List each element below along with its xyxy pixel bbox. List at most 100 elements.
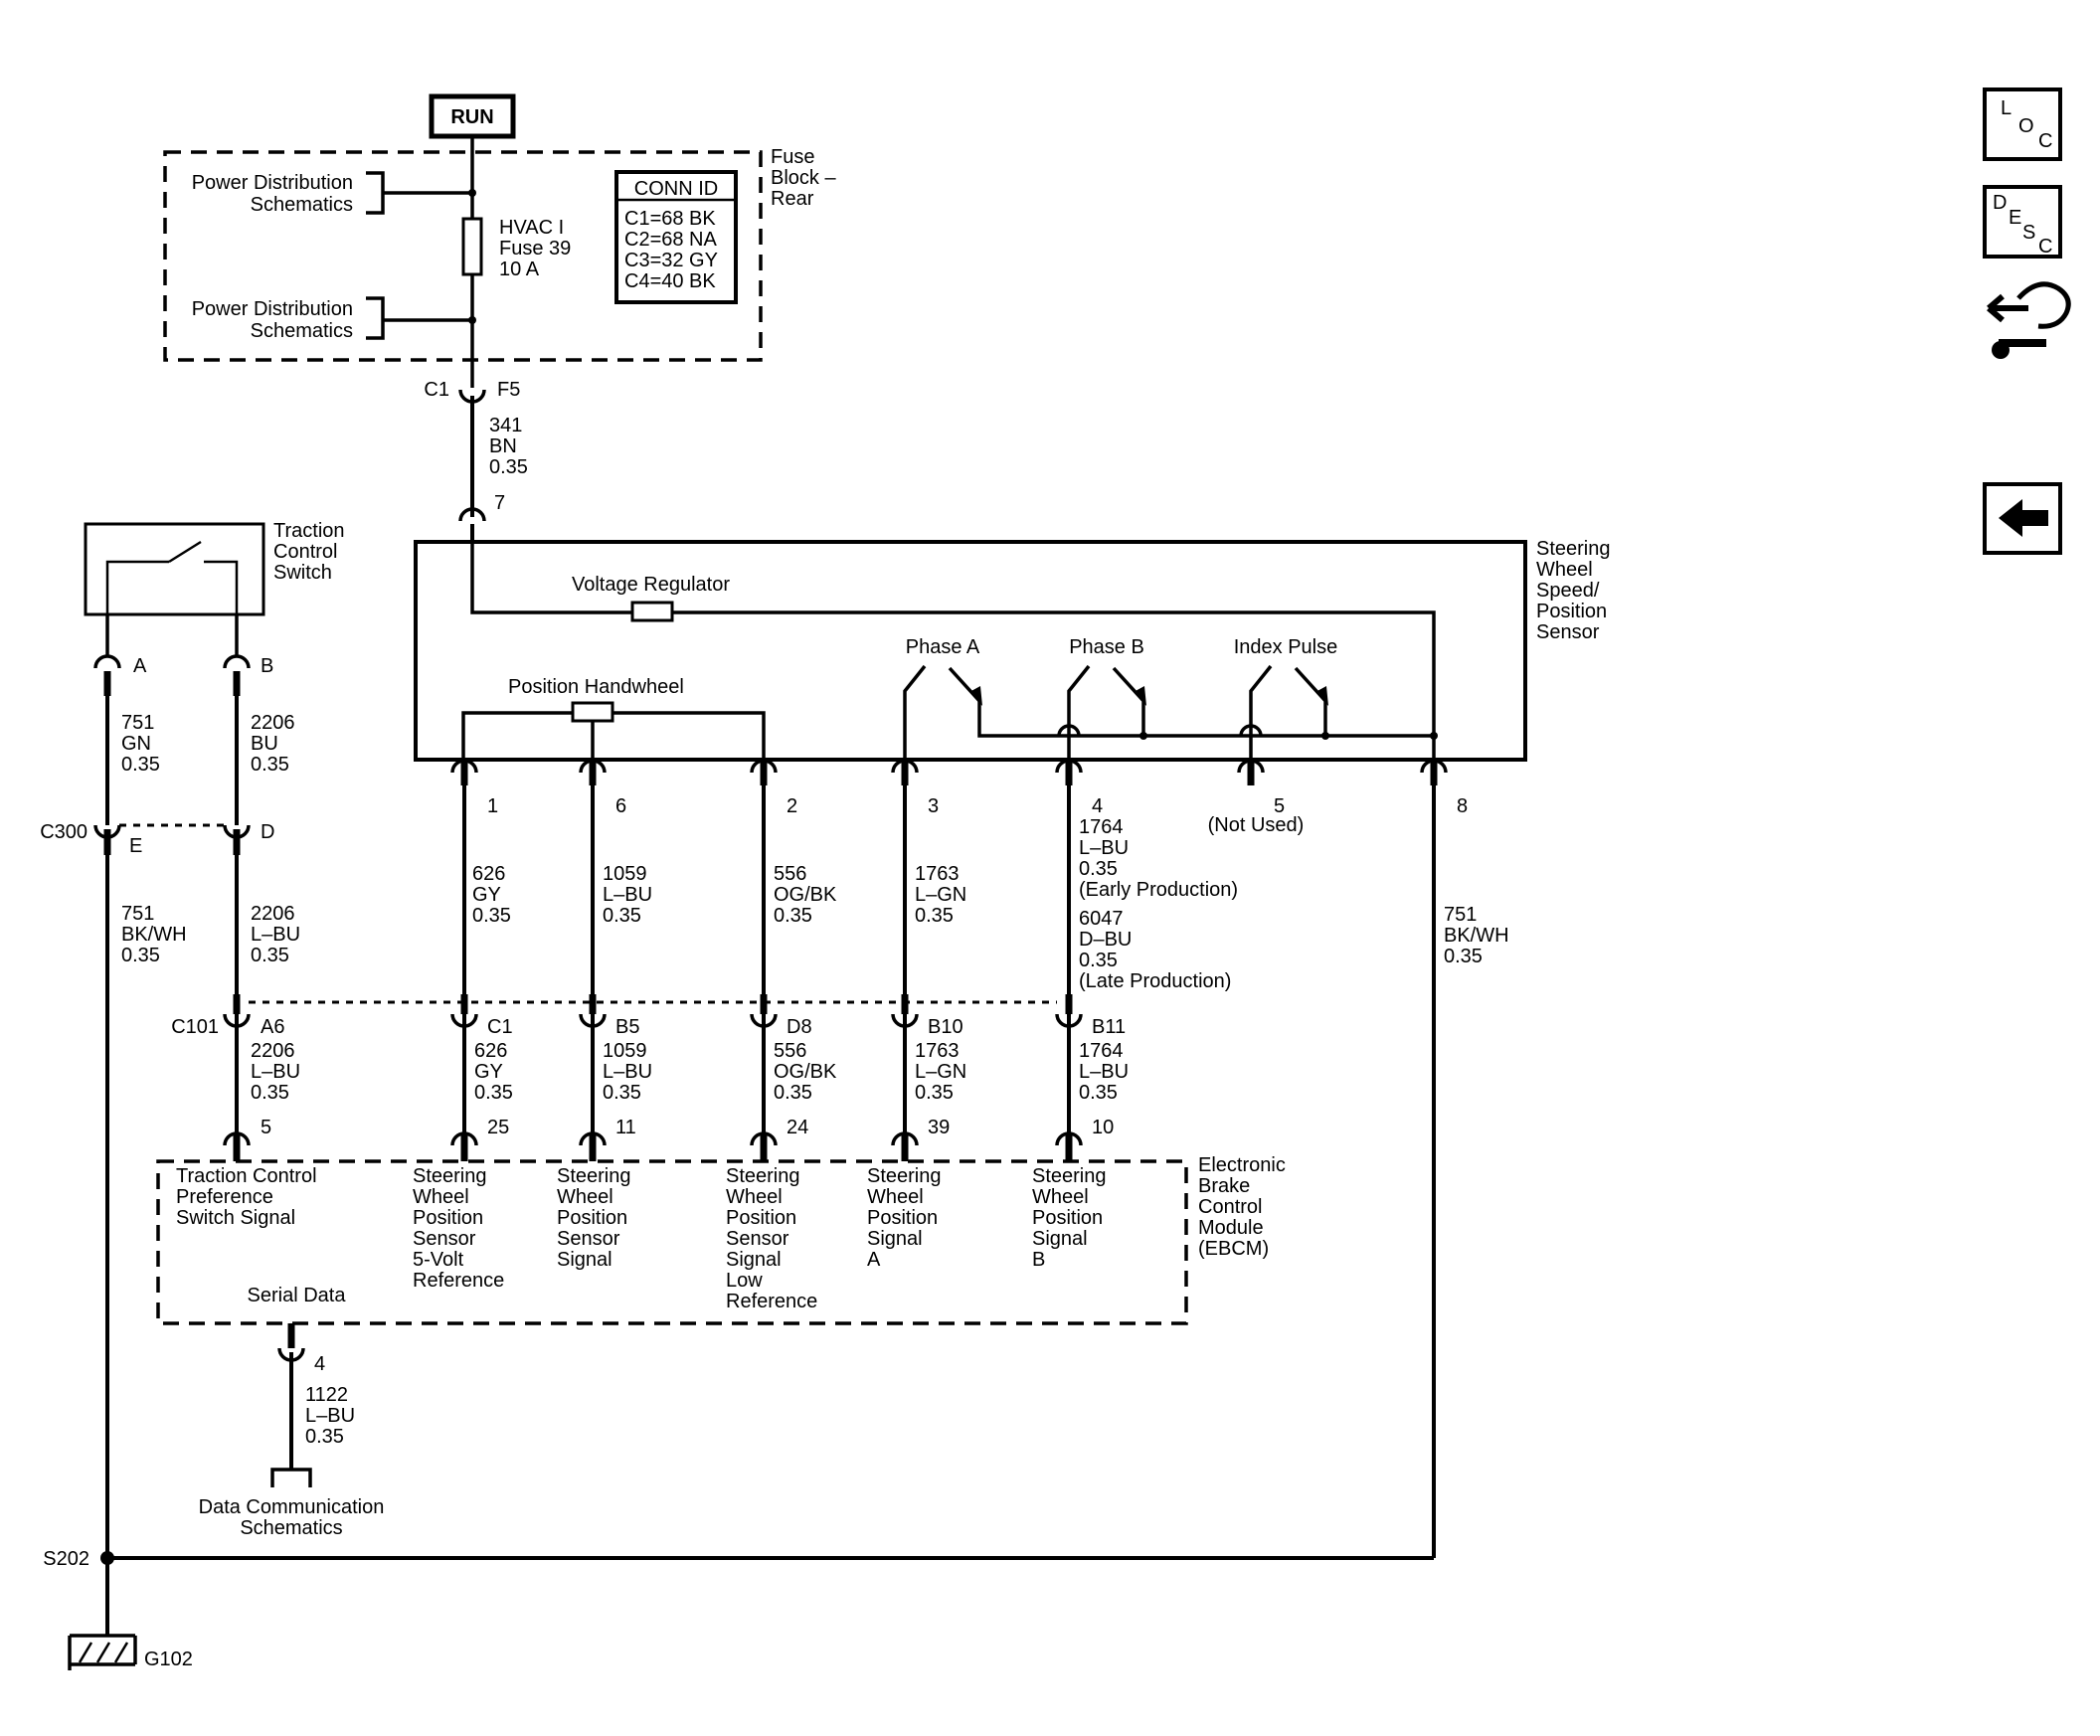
svg-text:G102: G102	[144, 1649, 193, 1670]
svg-text:Steering: Steering	[1536, 538, 1611, 560]
svg-text:Preference: Preference	[176, 1186, 273, 1208]
svg-text:(Early Production): (Early Production)	[1079, 879, 1238, 901]
svg-text:556: 556	[774, 1040, 806, 1062]
sensor-wires: 626 GY 0.35 1059 L–BU 0.35 556 OG/BK 0.3…	[462, 785, 1509, 1558]
svg-text:0.35: 0.35	[251, 945, 289, 966]
svg-text:39: 39	[928, 1117, 950, 1138]
svg-text:8: 8	[1457, 795, 1468, 817]
svg-text:Signal: Signal	[557, 1249, 612, 1271]
svg-text:C: C	[2038, 130, 2052, 152]
svg-text:Schematics: Schematics	[240, 1517, 342, 1539]
svg-text:0.35: 0.35	[472, 905, 511, 927]
svg-text:2206: 2206	[251, 903, 295, 925]
svg-text:Position: Position	[726, 1207, 796, 1229]
run-label: RUN	[450, 106, 493, 128]
serial-data-line: 4 1122 L–BU 0.35 Data Communication Sche…	[199, 1323, 385, 1539]
back-arrow-icon[interactable]	[1983, 482, 2062, 555]
svg-text:Traction: Traction	[273, 520, 345, 542]
wire-341: C1 F5 341 BN 0.35 7	[424, 379, 528, 542]
svg-text:BU: BU	[251, 733, 278, 755]
svg-text:C3=32 GY: C3=32 GY	[624, 250, 718, 271]
svg-text:Sensor: Sensor	[413, 1228, 476, 1250]
svg-text:Position: Position	[1536, 601, 1607, 622]
steering-wheel-sensor: Steering Wheel Speed/ Position Sensor Vo…	[414, 538, 1611, 762]
svg-text:GY: GY	[472, 884, 501, 906]
svg-text:Switch Signal: Switch Signal	[176, 1207, 295, 1229]
svg-text:1763: 1763	[915, 1040, 960, 1062]
svg-text:L–GN: L–GN	[915, 1061, 966, 1083]
svg-text:Wheel: Wheel	[557, 1186, 613, 1208]
svg-text:Switch: Switch	[273, 562, 332, 584]
svg-text:E: E	[129, 835, 142, 857]
svg-text:Steering: Steering	[557, 1165, 631, 1187]
svg-text:0.35: 0.35	[251, 1082, 289, 1104]
svg-text:0.35: 0.35	[774, 905, 812, 927]
svg-text:Reference: Reference	[413, 1270, 504, 1292]
svg-text:Signal: Signal	[1032, 1228, 1088, 1250]
ground-s202: S202 G102	[43, 1548, 1434, 1670]
svg-text:5: 5	[261, 1117, 271, 1138]
position-handwheel	[571, 701, 614, 723]
svg-text:0.35: 0.35	[121, 754, 160, 776]
svg-text:L–BU: L–BU	[1079, 1061, 1129, 1083]
svg-text:Steering: Steering	[1032, 1165, 1107, 1187]
svg-text:Schematics: Schematics	[251, 320, 353, 342]
fuse-block-outline	[163, 150, 763, 362]
svg-text:O: O	[2018, 115, 2034, 137]
svg-text:Control: Control	[1198, 1196, 1262, 1218]
traction-control-switch: Traction Control Switch A B 751 GN 0.35 …	[40, 520, 345, 1558]
svg-text:Schematics: Schematics	[251, 194, 353, 216]
svg-text:1763: 1763	[915, 863, 960, 885]
svg-text:3: 3	[928, 795, 939, 817]
signal-position-b: Steering Wheel Position Signal B	[1032, 1165, 1107, 1271]
svg-text:Signal: Signal	[726, 1249, 782, 1271]
svg-text:Fuse 39: Fuse 39	[499, 238, 571, 260]
svg-text:11: 11	[615, 1117, 636, 1138]
svg-text:Steering: Steering	[413, 1165, 487, 1187]
svg-text:2: 2	[787, 795, 797, 817]
fuse-block-rear: RUN Power Distribution Schematics HVAC I…	[163, 93, 836, 388]
svg-text:Sensor: Sensor	[726, 1228, 789, 1250]
svg-text:(Late Production): (Late Production)	[1079, 970, 1231, 992]
svg-text:1764: 1764	[1079, 816, 1124, 838]
signal-low-reference: Steering Wheel Position Sensor Signal Lo…	[726, 1165, 817, 1312]
svg-text:1059: 1059	[603, 1040, 647, 1062]
svg-text:L–GN: L–GN	[915, 884, 966, 906]
svg-text:A: A	[867, 1249, 881, 1271]
svg-text:D: D	[1993, 192, 2007, 214]
svg-text:L–BU: L–BU	[305, 1405, 355, 1427]
svg-text:S: S	[2022, 222, 2035, 244]
svg-text:Brake: Brake	[1198, 1175, 1250, 1197]
sensor-pin-5: 5(Not Used)	[1208, 759, 1305, 836]
svg-text:0.35: 0.35	[121, 945, 160, 966]
svg-text:Data Communication: Data Communication	[199, 1496, 385, 1518]
svg-text:C1: C1	[487, 1016, 513, 1038]
ebcm-module: Electronic Brake Control Module (EBCM) T…	[156, 1154, 1286, 1325]
svg-text:GY: GY	[474, 1061, 503, 1083]
svg-text:A6: A6	[261, 1016, 284, 1038]
loc-icon[interactable]: L O C	[1983, 87, 2062, 161]
svg-text:7: 7	[494, 492, 505, 514]
svg-text:BK/WH: BK/WH	[1444, 925, 1509, 947]
svg-text:0.35: 0.35	[1444, 946, 1483, 967]
signal-sensor-signal: Steering Wheel Position Sensor Signal	[557, 1165, 631, 1271]
svg-text:L–BU: L–BU	[251, 1061, 300, 1083]
svg-text:A: A	[133, 655, 147, 677]
svg-text:6047: 6047	[1079, 908, 1124, 930]
svg-text:Wheel: Wheel	[1536, 559, 1593, 581]
desc-icon[interactable]: D E S C	[1983, 185, 2062, 259]
svg-text:(Not Used): (Not Used)	[1208, 814, 1305, 836]
svg-text:B: B	[1032, 1249, 1045, 1271]
svg-text:Position: Position	[557, 1207, 627, 1229]
svg-text:Block –: Block –	[771, 167, 836, 189]
svg-text:626: 626	[474, 1040, 507, 1062]
svg-text:Speed/: Speed/	[1536, 580, 1600, 602]
svg-text:OG/BK: OG/BK	[774, 1061, 837, 1083]
signal-traction-control-preference: Traction Control Preference Switch Signa…	[176, 1165, 317, 1229]
svg-text:1764: 1764	[1079, 1040, 1124, 1062]
connector-icon[interactable]	[1987, 281, 2071, 359]
voltage-regulator	[630, 601, 674, 622]
svg-text:556: 556	[774, 863, 806, 885]
connector-c101: C101 A6 C1 B5 D8 B10 B11	[171, 994, 1126, 1038]
svg-text:B11: B11	[1092, 1016, 1126, 1038]
